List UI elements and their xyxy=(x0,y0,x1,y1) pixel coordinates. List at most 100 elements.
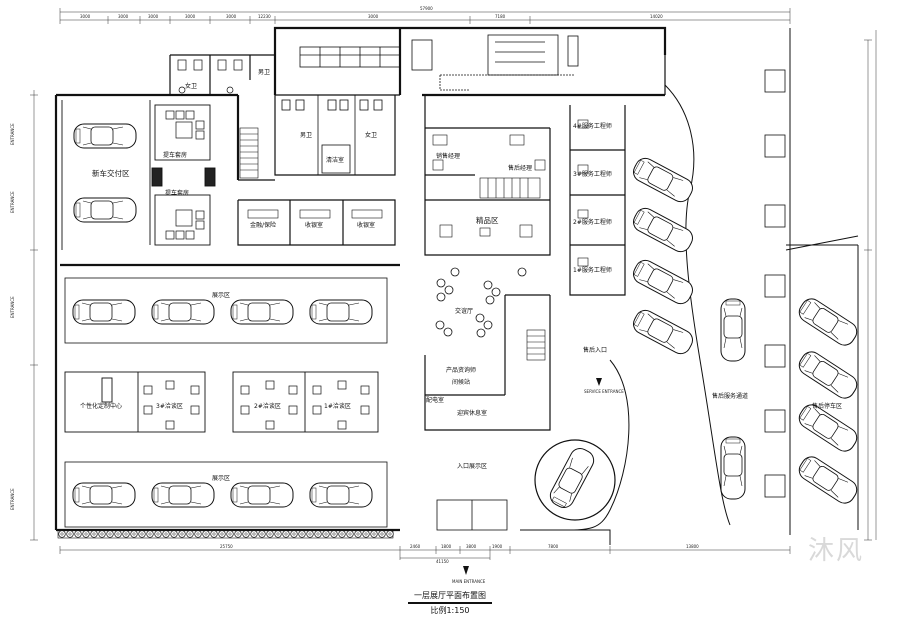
label-service-advisor-2: 2#服务工程师 xyxy=(573,218,612,226)
car-parking-1 xyxy=(794,294,862,350)
car-exhibit-top-2 xyxy=(151,299,215,325)
car-delivery-2 xyxy=(73,197,137,223)
label-custom-center: 个性化定制中心 xyxy=(80,402,122,410)
label-finance-insurance: 金融/保险 xyxy=(250,221,276,229)
car-parking-4 xyxy=(794,452,862,508)
car-delivery-1 xyxy=(73,123,137,149)
service-entrance-arrow xyxy=(596,378,602,386)
dim-bottom-3: 1800 xyxy=(441,544,452,549)
label-negotiation-3: 3#洽谈区 xyxy=(156,402,183,410)
main-entrance-arrow xyxy=(463,566,469,575)
center-washrooms xyxy=(281,95,383,175)
label-reception: 间候站 xyxy=(452,378,470,386)
car-exhibit-top-4 xyxy=(309,299,373,325)
top-service-block xyxy=(299,34,579,91)
interior-walls xyxy=(169,54,666,431)
staircase-center xyxy=(479,177,541,199)
label-pickup-suite-1: 提车套房 xyxy=(163,151,187,159)
turntable xyxy=(534,439,616,521)
label-boutique: 精品区 xyxy=(476,215,499,225)
side-entrance-3: ENTRANCE xyxy=(10,296,15,318)
dim-bottom-2: 2460 xyxy=(410,544,421,549)
parking-bays xyxy=(764,69,786,498)
drawing-title-text: 一层展厅平面布置图 xyxy=(408,590,492,604)
dim-bottom-1: 25750 xyxy=(220,544,233,549)
label-product-consult: 产品资询师 xyxy=(446,366,476,374)
exhibit-bottom-platform xyxy=(64,461,388,528)
lounge-seating xyxy=(435,267,527,338)
label-female-wc-top: 女卫 xyxy=(185,82,197,90)
label-sales-manager: 销售经理 xyxy=(436,152,460,160)
main-entrance-label: MAIN ENTRANCE xyxy=(452,579,486,584)
side-entrance-markers: ENTRANCE ENTRANCE ENTRANCE ENTRANCE xyxy=(10,123,15,510)
car-exhibit-top-3 xyxy=(230,299,294,325)
watermark: 沐风 xyxy=(808,536,865,566)
label-vip-lounge: 迎宾休息室 xyxy=(457,409,487,417)
dim-top-2: 3000 xyxy=(118,14,129,19)
side-entrance-1: ENTRANCE xyxy=(10,123,15,145)
label-pickup-suite-2: 提车套房 xyxy=(165,189,189,197)
car-exhibit-top-1 xyxy=(72,299,136,325)
delivery-zone xyxy=(61,100,216,250)
label-negotiation-1: 1#洽谈区 xyxy=(324,402,351,410)
dim-bottom-4: 3800 xyxy=(466,544,477,549)
top-dimension-line xyxy=(59,8,791,24)
label-after-sales-parking: 售后停车区 xyxy=(812,402,842,410)
top-washrooms xyxy=(177,59,243,94)
right-dimension-line xyxy=(864,30,877,541)
dim-bottom-6: 7800 xyxy=(548,544,559,549)
dim-top-9: 14020 xyxy=(650,14,663,19)
side-entrance-2: ENTRANCE xyxy=(10,191,15,213)
car-lane-5 xyxy=(720,298,746,362)
car-exhibit-bottom-3 xyxy=(230,482,294,508)
dim-top-7: 3000 xyxy=(368,14,379,19)
entrance-vestibule xyxy=(436,499,508,531)
car-lane-4 xyxy=(629,306,697,358)
advisor-desks xyxy=(577,119,589,267)
dim-top-5: 3000 xyxy=(226,14,237,19)
dim-bottom-overall: 41150 xyxy=(436,559,449,564)
car-parking-2 xyxy=(794,347,862,403)
negotiation-areas xyxy=(64,371,379,433)
dim-top-3: 3000 xyxy=(148,14,159,19)
car-exhibit-bottom-1 xyxy=(72,482,136,508)
side-entrance-4: ENTRANCE xyxy=(10,488,15,510)
drawing-title: 一层展厅平面布置图 xyxy=(0,590,900,604)
dim-bottom-5: 1900 xyxy=(492,544,503,549)
drawing-scale: 比例1:150 xyxy=(430,606,470,615)
dim-top-6: 12230 xyxy=(258,14,271,19)
label-after-sales-manager: 售后经理 xyxy=(508,164,532,172)
office-row-furniture xyxy=(247,209,383,219)
car-turntable xyxy=(546,444,598,512)
label-service-advisor-1: 1#服务工程师 xyxy=(573,266,612,274)
dim-bottom-7: 13800 xyxy=(686,544,699,549)
car-lane-3 xyxy=(629,256,697,308)
service-entrance-label: SERVICE ENTRANCE xyxy=(584,389,624,394)
dim-top-8: 7180 xyxy=(495,14,506,19)
site-boundary xyxy=(520,28,859,545)
label-cashier: 收银室 xyxy=(305,221,323,229)
planter-row xyxy=(57,529,394,539)
dim-top-1: 3000 xyxy=(80,14,91,19)
label-exhibit-bottom: 展示区 xyxy=(212,475,230,482)
label-electrical-room: 配电室 xyxy=(426,396,444,404)
staircase-lower xyxy=(526,329,546,361)
label-lounge: 交谊厅 xyxy=(455,307,473,315)
label-male-wc: 男卫 xyxy=(300,132,312,139)
dim-top-overall: 57900 xyxy=(420,6,433,11)
label-service-lane: 售后服务通道 xyxy=(712,392,748,400)
car-lane-6 xyxy=(720,436,746,500)
car-exhibit-bottom-2 xyxy=(151,482,215,508)
label-exhibit-top: 展示区 xyxy=(212,292,230,299)
label-cleaning-room: 清洁室 xyxy=(326,156,344,164)
label-negotiation-2: 2#洽谈区 xyxy=(254,402,281,410)
dim-top-4: 3000 xyxy=(185,14,196,19)
exhibit-top-platform xyxy=(64,277,388,344)
label-delivery-area: 新车交付区 xyxy=(92,168,130,178)
pickup-suite-furniture xyxy=(165,110,205,240)
label-entrance-exhibit: 入口展示区 xyxy=(457,463,487,470)
label-after-sales-entrance: 售后入口 xyxy=(583,346,607,354)
label-settlement: 收银室 xyxy=(357,221,375,229)
staircase-left xyxy=(239,127,259,179)
